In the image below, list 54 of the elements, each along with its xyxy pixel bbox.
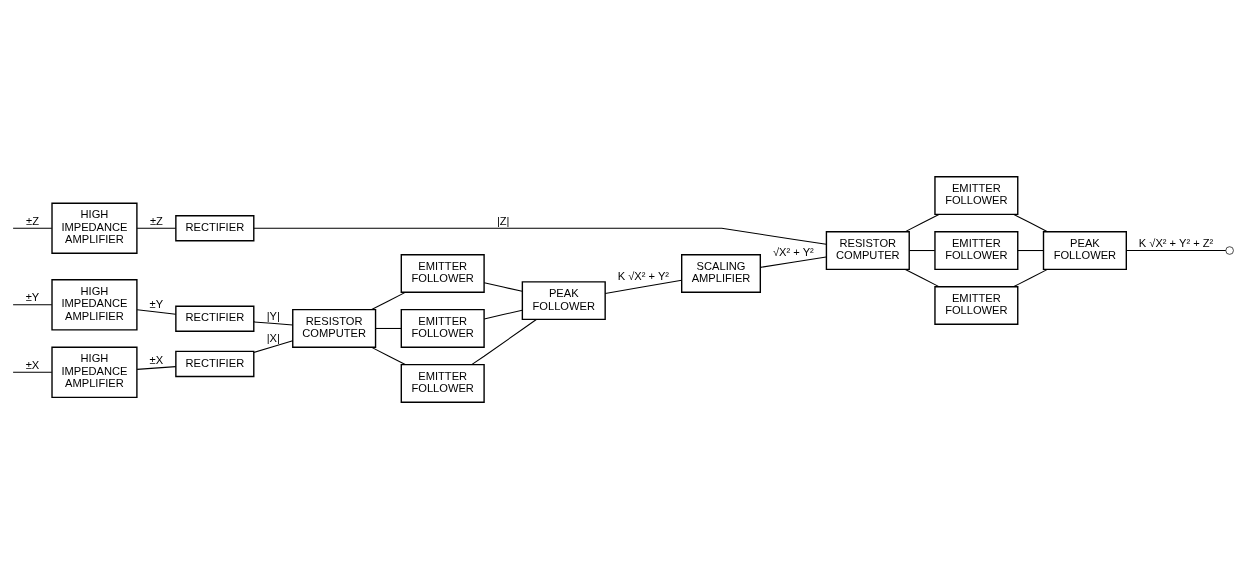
node-circle xyxy=(1225,246,1234,255)
connector xyxy=(483,282,523,292)
connector xyxy=(371,346,406,366)
connector xyxy=(253,227,827,245)
connector xyxy=(253,340,294,353)
node-box: RECTIFIER xyxy=(175,215,255,242)
connector xyxy=(12,371,53,373)
node-box: EMITTER FOLLOWER xyxy=(400,309,485,348)
connector xyxy=(904,268,940,288)
node-box: SCALING AMPLIFIER xyxy=(681,254,761,293)
connector xyxy=(904,213,940,233)
node-box: RECTIFIER xyxy=(175,350,255,378)
connector xyxy=(136,227,177,229)
edge-label: ±X xyxy=(149,353,164,366)
connector xyxy=(759,256,827,268)
edge-label: ±Z xyxy=(26,214,39,227)
connector xyxy=(483,309,523,320)
connector xyxy=(12,304,53,306)
edge-label: ±Y xyxy=(25,291,40,304)
node-box: EMITTER FOLLOWER xyxy=(934,176,1019,216)
edge-label: √X² + Y² xyxy=(772,245,814,258)
connector xyxy=(471,318,537,366)
connector xyxy=(253,321,294,326)
node-box: EMITTER FOLLOWER xyxy=(400,363,485,403)
connector xyxy=(136,366,177,370)
connector xyxy=(371,291,406,311)
node-box: PEAK FOLLOWER xyxy=(521,281,606,321)
connector xyxy=(375,327,402,329)
edge-label: K √X² + Y² + Z² xyxy=(1138,236,1214,249)
connector xyxy=(908,250,936,252)
node-box: HIGH IMPEDANCE AMPLIFIER xyxy=(51,202,138,254)
connector xyxy=(136,309,177,315)
edge-label: |Z| xyxy=(496,214,510,227)
edge-label: ±X xyxy=(25,358,40,371)
connector xyxy=(604,279,683,295)
node-box: RECTIFIER xyxy=(175,305,255,332)
node-box: EMITTER FOLLOWER xyxy=(400,254,485,293)
edge-label: |Y| xyxy=(266,309,280,322)
edge-label: |X| xyxy=(266,331,280,344)
node-box: HIGH IMPEDANCE AMPLIFIER xyxy=(51,279,138,331)
connector xyxy=(1013,213,1048,233)
edge-label: K √X² + Y² xyxy=(617,269,670,282)
node-box: HIGH IMPEDANCE AMPLIFIER xyxy=(51,346,138,399)
node-box: PEAK FOLLOWER xyxy=(1042,231,1127,270)
node-box: RESISTOR COMPUTER xyxy=(825,231,910,270)
node-box: EMITTER FOLLOWER xyxy=(934,231,1019,270)
node-box: EMITTER FOLLOWER xyxy=(934,286,1019,325)
connector xyxy=(1013,268,1048,288)
connector xyxy=(1017,250,1044,252)
connector xyxy=(12,227,53,229)
edge-label: ±Y xyxy=(149,298,164,311)
edge-label: ±Z xyxy=(149,214,163,227)
node-box: RESISTOR COMPUTER xyxy=(292,309,377,348)
connector xyxy=(1125,250,1227,252)
